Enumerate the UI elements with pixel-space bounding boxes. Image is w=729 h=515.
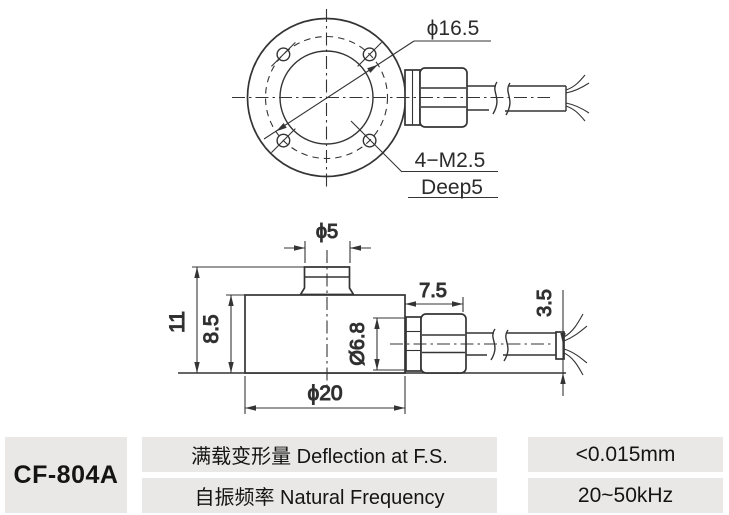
gland-length-label: 7.5 bbox=[419, 280, 447, 302]
total-height-label: 11 bbox=[166, 311, 189, 333]
value-cell-deflection: <0.015mm bbox=[528, 437, 723, 472]
technical-drawing: ϕ16.5 4−M2.5 Deep5 bbox=[165, 9, 590, 414]
dim-body-dia: ϕ20 bbox=[244, 376, 406, 414]
sensor-body bbox=[244, 294, 406, 374]
dim-bolt-circle: ϕ16.5 bbox=[263, 17, 491, 140]
side-view: ϕ5 11 8.5 Ø6.8 bbox=[165, 220, 588, 414]
body-height-label: 8.5 bbox=[200, 314, 223, 343]
param-cell-frequency: 自振频率 Natural Frequency bbox=[142, 478, 497, 513]
cable-offset-label: 3.5 bbox=[534, 289, 556, 317]
gland-dia-label: Ø6.8 bbox=[347, 322, 369, 365]
dim-cable-offset: 3.5 bbox=[533, 289, 566, 396]
body-dia-label: ϕ20 bbox=[307, 382, 342, 405]
wire-strands-side bbox=[563, 313, 588, 376]
dim-total-height: 11 bbox=[165, 266, 304, 373]
param-cell-deflection: 满载变形量 Deflection at F.S. bbox=[142, 437, 497, 472]
wire-strands-top bbox=[565, 74, 590, 122]
model-cell: CF-804A bbox=[5, 437, 127, 513]
mount-thread-label: 4−M2.5 bbox=[415, 149, 486, 172]
dim-gland-dia: Ø6.8 bbox=[346, 317, 406, 371]
dim-button-dia: ϕ5 bbox=[284, 220, 371, 263]
bolt-circle-dia-label: ϕ16.5 bbox=[427, 17, 480, 40]
top-view: ϕ16.5 4−M2.5 Deep5 bbox=[232, 9, 590, 199]
button-dia-label: ϕ5 bbox=[316, 221, 338, 243]
cable-top bbox=[467, 81, 567, 116]
value-cell-frequency: 20~50kHz bbox=[528, 478, 723, 513]
mounting-holes bbox=[271, 42, 382, 153]
dim-body-height: 8.5 bbox=[199, 294, 245, 373]
dim-mount-thread: 4−M2.5 Deep5 bbox=[350, 120, 498, 199]
mount-depth-label: Deep5 bbox=[421, 176, 483, 199]
dim-gland-length: 7.5 bbox=[405, 279, 464, 312]
cable-side bbox=[466, 328, 565, 362]
